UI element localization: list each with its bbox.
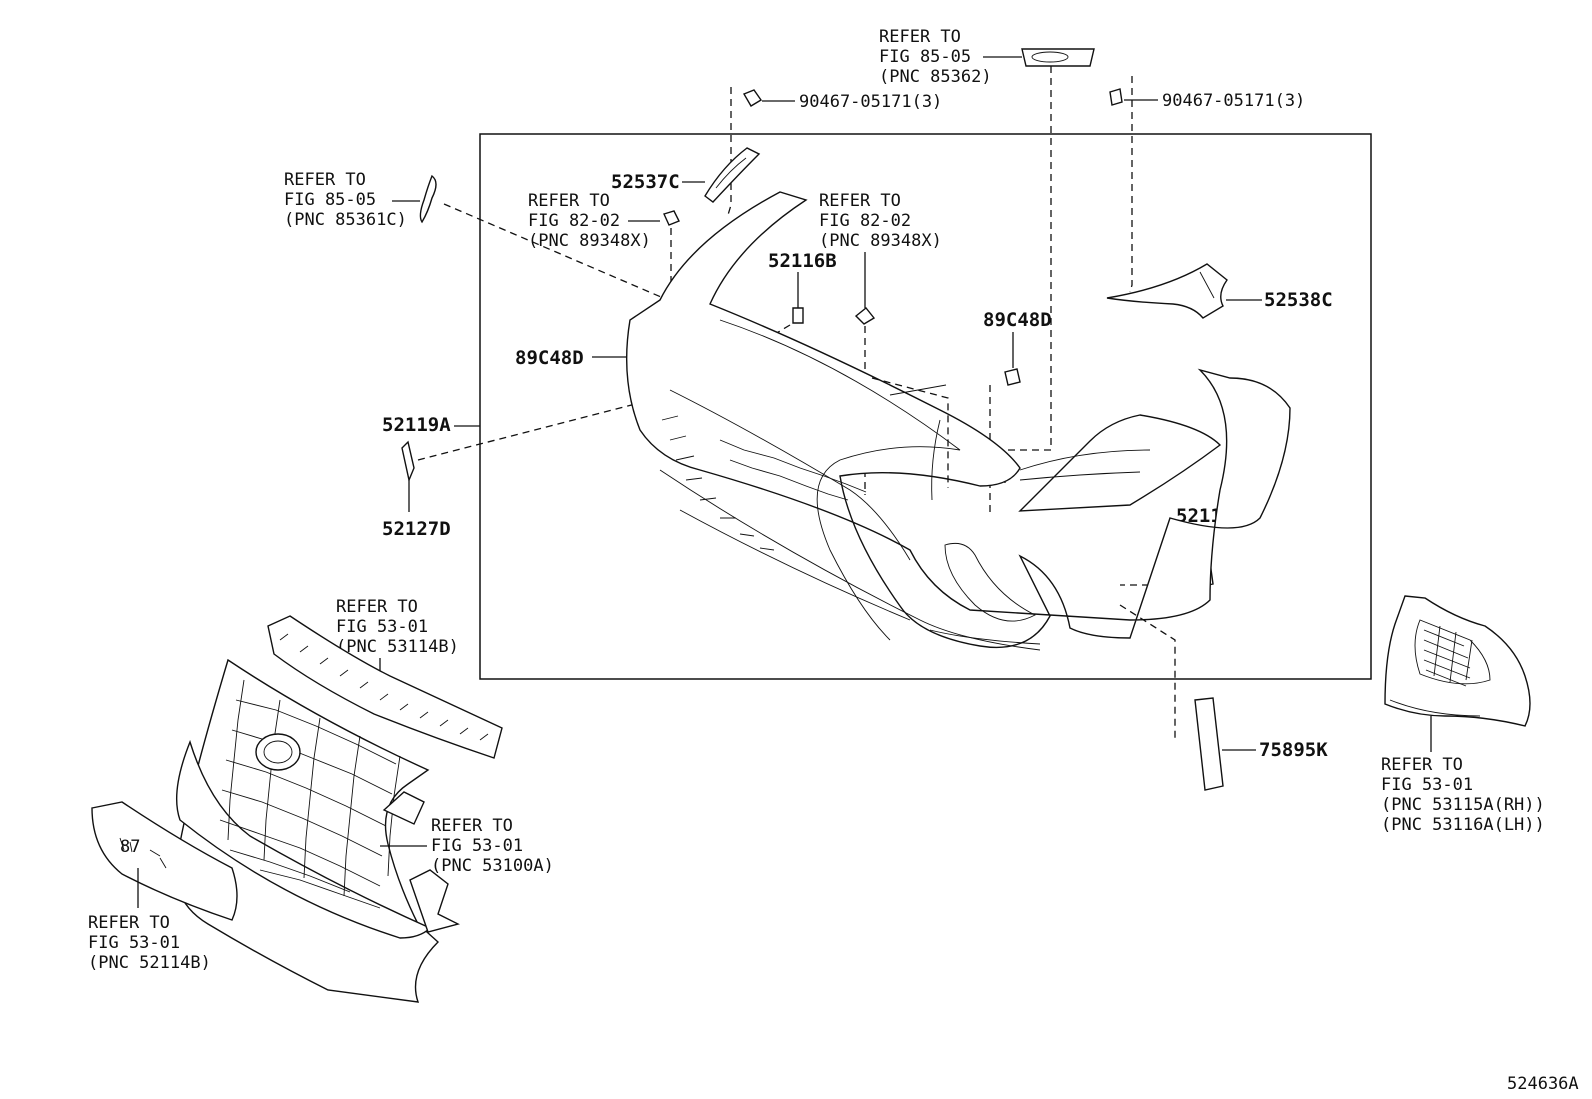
part-52116B-top[interactable]: 52116B [768,250,837,272]
assembly-frame [479,133,1372,680]
svg-text:FIG 82-02: FIG 82-02 [528,211,620,231]
callout-top-center-ref[interactable]: REFER TO FIG 85-05 (PNC 85362) [879,27,992,87]
front-bumper-cover[interactable] [625,191,1291,651]
sensor-bracket-mid-icon [854,307,876,325]
svg-text:FIG 53-01: FIG 53-01 [431,836,523,856]
part-52119A[interactable]: 52119A [382,414,451,436]
part-75895K[interactable]: 75895K [1259,739,1328,761]
svg-text:FIG 85-05: FIG 85-05 [879,47,971,67]
svg-text:FIG 53-01: FIG 53-01 [1381,775,1473,795]
svg-text:FIG 85-05: FIG 85-05 [284,190,376,210]
clip-right-icon [1109,88,1123,106]
side-emblem-left-icon [419,174,437,224]
part-52537C[interactable]: 52537C [611,171,680,193]
clip-left-part[interactable]: 90467-05171(3) [799,92,942,112]
part-52538C[interactable]: 52538C [1264,289,1333,311]
diagram-id: 524636A [1507,1074,1579,1094]
svg-text:REFER TO: REFER TO [879,27,961,47]
part-52127D[interactable]: 52127D [382,518,451,540]
retainer-side-icon [401,440,415,483]
svg-text:REFER TO: REFER TO [431,816,513,836]
svg-text:FIG 53-01: FIG 53-01 [88,933,180,953]
svg-text:FIG 53-01: FIG 53-01 [336,617,428,637]
clip-left-icon [742,89,763,107]
part-89C48D-left[interactable]: 89C48D [515,347,584,369]
callout-fog-cover-ref[interactable]: REFER TO FIG 53-01 (PNC 53115A(RH)) (PNC… [1381,755,1545,835]
svg-text:FIG 82-02: FIG 82-02 [819,211,911,231]
svg-text:REFER TO: REFER TO [528,191,610,211]
callout-plate-ref[interactable]: REFER TO FIG 53-01 (PNC 52114B) [88,913,211,973]
fog-lamp-cover[interactable] [1384,595,1531,727]
svg-text:(PNC 52114B): (PNC 52114B) [88,953,211,973]
callout-left-ref-85[interactable]: REFER TO FIG 85-05 (PNC 85361C) [284,170,407,230]
svg-text:REFER TO: REFER TO [336,597,418,617]
svg-text:(PNC 53100A): (PNC 53100A) [431,856,554,876]
upper-grille-retainer-icon [267,615,503,759]
svg-text:(PNC 53115A(RH)): (PNC 53115A(RH)) [1381,795,1545,815]
svg-text:(PNC 89348X): (PNC 89348X) [819,231,942,251]
retainer-top-icon [792,307,804,324]
sensor-bracket-left-icon [663,210,680,226]
clip-right-part[interactable]: 90467-05171(3) [1162,91,1305,111]
callout-mid-ref-82[interactable]: REFER TO FIG 82-02 (PNC 89348X) [819,191,942,251]
svg-text:(PNC 53114B): (PNC 53114B) [336,637,459,657]
bumper-strip-icon [1194,697,1224,791]
svg-text:(PNC 85361C): (PNC 85361C) [284,210,407,230]
garnish-left-icon [704,147,761,203]
callout-left-ref-82[interactable]: REFER TO FIG 82-02 (PNC 89348X) [528,191,651,251]
part-89C48D-right[interactable]: 89C48D [983,309,1052,331]
callout-grille-ref[interactable]: REFER TO FIG 53-01 (PNC 53100A) [431,816,554,876]
svg-text:(PNC 53116A(LH)): (PNC 53116A(LH)) [1381,815,1545,835]
svg-text:REFER TO: REFER TO [1381,755,1463,775]
svg-text:(PNC 85362): (PNC 85362) [879,67,992,87]
svg-text:REFER TO: REFER TO [819,191,901,211]
emblem-part-icon [1021,48,1095,67]
svg-text:87: 87 [120,837,140,857]
svg-text:REFER TO: REFER TO [284,170,366,190]
callout-grille-upper-ref[interactable]: REFER TO FIG 53-01 (PNC 53114B) [336,597,459,657]
garnish-right-icon [1106,263,1228,319]
license-plate-bracket[interactable]: 87 [91,801,238,921]
bracket-right-icon [1004,368,1021,386]
svg-text:REFER TO: REFER TO [88,913,170,933]
radiator-grille[interactable] [175,658,460,1003]
svg-text:(PNC 89348X): (PNC 89348X) [528,231,651,251]
